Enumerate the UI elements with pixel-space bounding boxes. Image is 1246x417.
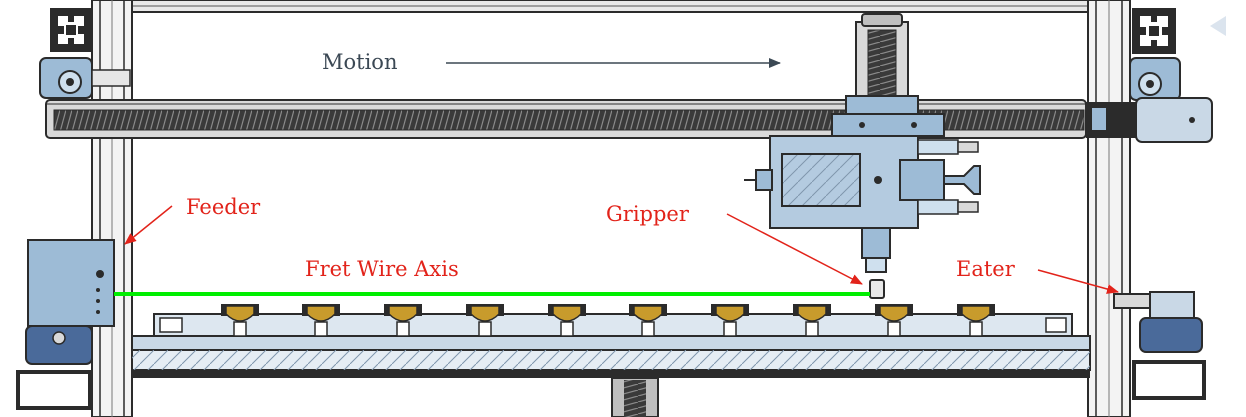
motion-label: Motion xyxy=(322,50,398,74)
feeder-label: Feeder xyxy=(186,195,261,219)
fret-bracket xyxy=(629,304,667,337)
fret-bracket xyxy=(711,304,749,337)
fret-bracket xyxy=(466,304,504,337)
bearing-block-left xyxy=(39,57,131,99)
right-frame-column xyxy=(1087,0,1131,417)
left-frame-column xyxy=(91,0,133,417)
fret-bracket xyxy=(875,304,913,337)
bearing-block-right xyxy=(1129,57,1181,101)
eater-label: Eater xyxy=(956,257,1015,281)
fret-bracket xyxy=(384,304,422,337)
stepper-motor-right xyxy=(1086,97,1213,143)
vertical-lead-screw xyxy=(845,13,919,117)
gripper-label: Gripper xyxy=(606,202,689,226)
fret-brackets xyxy=(221,304,995,337)
fret-bracket xyxy=(548,304,586,337)
fret-bracket xyxy=(221,304,259,337)
eater-assembly xyxy=(1113,291,1206,400)
extrusion-profile-right xyxy=(1132,8,1176,54)
triangle-left-icon[interactable] xyxy=(1210,16,1226,36)
fret-wire-axis-label: Fret Wire Axis xyxy=(305,257,459,281)
gripper-arrow xyxy=(726,213,863,285)
fret-bracket xyxy=(302,304,340,337)
fret-bracket xyxy=(793,304,831,337)
fret-bracket xyxy=(957,304,995,337)
feeder-arrow xyxy=(124,205,173,245)
extrusion-profile-left xyxy=(50,8,92,52)
fret-holder-rail xyxy=(131,313,1091,378)
gripper-assembly xyxy=(744,135,981,299)
eater-arrow xyxy=(1037,269,1119,294)
carriage-plate xyxy=(831,113,945,137)
feeder-box xyxy=(16,239,115,410)
top-frame-rail xyxy=(129,0,1091,13)
bottom-lead-screw xyxy=(611,377,659,417)
